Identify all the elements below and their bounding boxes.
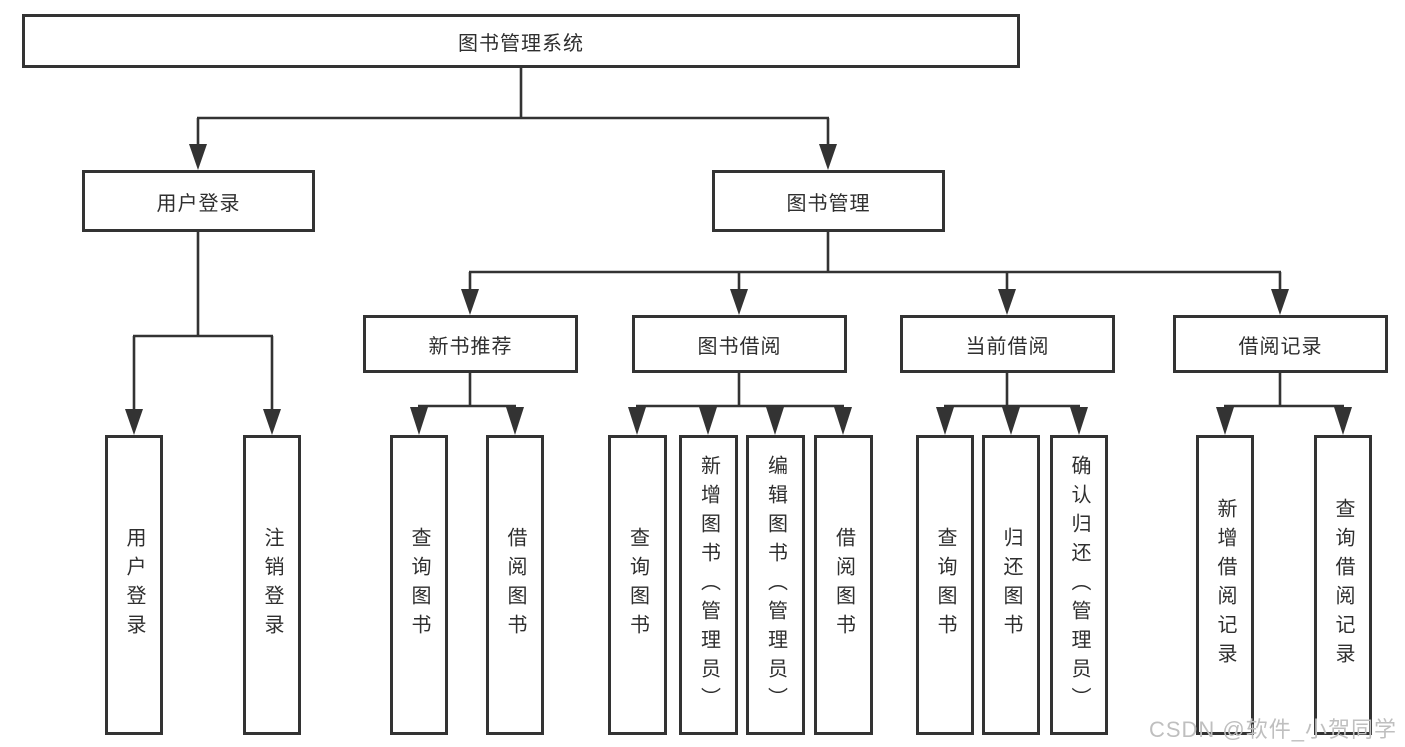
node-return-book: 归还图书 (982, 435, 1040, 735)
node-label: 当前借阅 (965, 335, 1050, 358)
node-label: 查询图书 (934, 527, 956, 643)
node-new-book-recommend: 新书推荐 (363, 315, 578, 373)
node-library-management-system: 图书管理系统 (22, 14, 1020, 68)
node-label: 借阅图书 (504, 527, 526, 643)
node-book-borrowing: 图书借阅 (632, 315, 847, 373)
node-borrow-books-recommend: 借阅图书 (486, 435, 544, 735)
connector-root-to-level2 (189, 67, 837, 170)
node-add-borrow-record: 新增借阅记录 (1196, 435, 1254, 735)
node-label: 新增图书（管理员） (697, 454, 720, 716)
node-label: 图书管理系统 (458, 32, 584, 55)
node-label: 编辑图书（管理员） (764, 454, 787, 716)
node-label: 确认归还（管理员） (1068, 454, 1090, 716)
node-book-management: 图书管理 (712, 170, 945, 232)
node-logout: 注销登录 (243, 435, 301, 735)
connector-borrow-records-children (1216, 373, 1352, 435)
node-borrow-book: 借阅图书 (814, 435, 873, 735)
node-query-books-borrow: 查询图书 (608, 435, 667, 735)
node-label: 查询图书 (626, 527, 649, 643)
node-user-login: 用户登录 (82, 170, 315, 232)
node-query-borrow-record: 查询借阅记录 (1314, 435, 1372, 735)
node-label: 新书推荐 (428, 335, 513, 358)
node-query-books-recommend: 查询图书 (390, 435, 448, 735)
node-add-book-admin: 新增图书（管理员） (679, 435, 738, 735)
connector-current-borrow-children (936, 373, 1088, 435)
node-query-books-current: 查询图书 (916, 435, 974, 735)
connector-user-login-children (125, 232, 281, 435)
node-label: 新增借阅记录 (1214, 498, 1236, 672)
node-label: 用户登录 (156, 192, 241, 215)
node-borrowing-records: 借阅记录 (1173, 315, 1388, 373)
node-confirm-return-admin: 确认归还（管理员） (1050, 435, 1108, 735)
node-label: 用户登录 (123, 527, 145, 643)
node-label: 图书借阅 (697, 335, 782, 358)
connector-book-mgmt-children (461, 232, 1289, 315)
node-label: 借阅图书 (832, 527, 855, 643)
node-user-login-leaf: 用户登录 (105, 435, 163, 735)
node-label: 注销登录 (261, 527, 283, 643)
connector-new-book-children (410, 373, 524, 435)
node-label: 归还图书 (1000, 527, 1022, 643)
node-current-borrowing: 当前借阅 (900, 315, 1115, 373)
connector-book-borrow-children (628, 373, 852, 435)
node-label: 图书管理 (786, 192, 871, 215)
node-edit-book-admin: 编辑图书（管理员） (746, 435, 805, 735)
node-label: 借阅记录 (1238, 335, 1323, 358)
node-label: 查询图书 (408, 527, 430, 643)
csdn-watermark: CSDN @软件_小贺同学 (1148, 717, 1397, 742)
node-label: 查询借阅记录 (1332, 498, 1354, 672)
